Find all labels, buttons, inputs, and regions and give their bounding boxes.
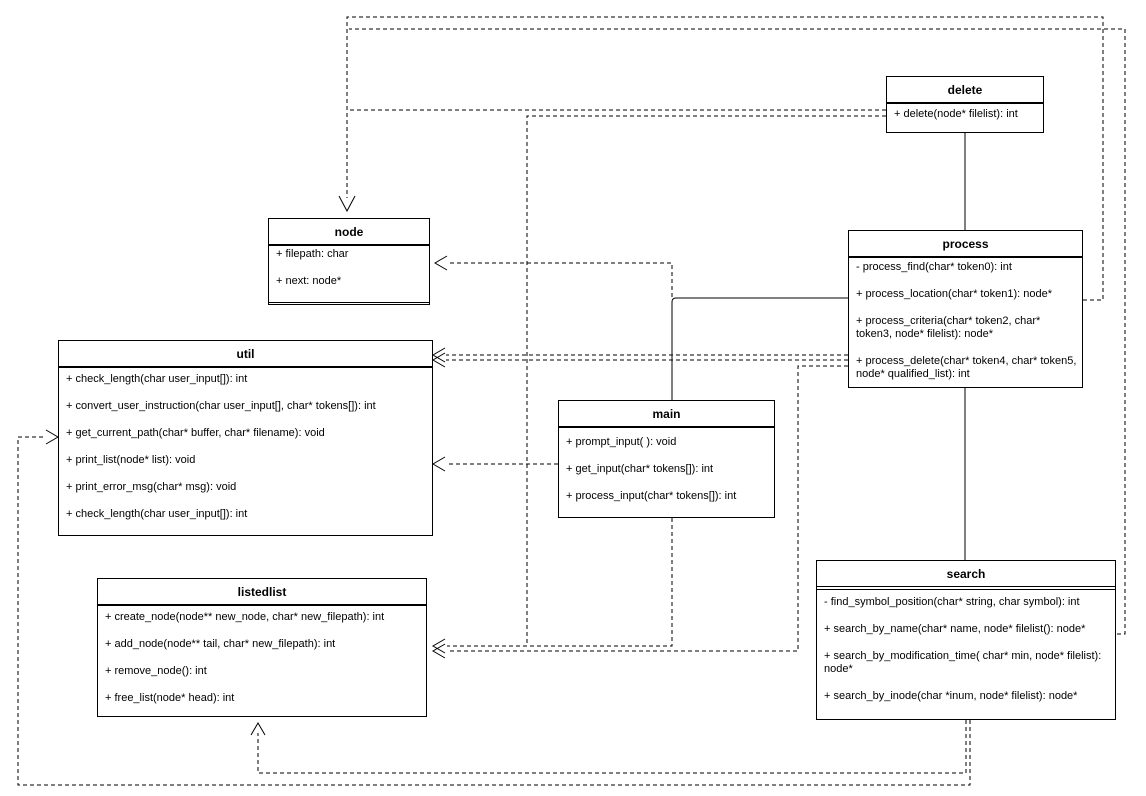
- class-member: + get_current_path(char* buffer, char* f…: [66, 427, 325, 439]
- arrowhead-into-node-right: [434, 255, 448, 271]
- class-member: - process_find(char* token0): int: [856, 261, 1012, 273]
- class-member: + search_by_name(char* name, node* filel…: [824, 623, 1086, 635]
- compartment-separator: [59, 367, 432, 368]
- association-main-process: [671, 297, 848, 400]
- class-members-util: + check_length(char user_input[]): int + …: [59, 368, 432, 535]
- compartment-separator: [269, 245, 429, 246]
- class-title-process: process: [849, 231, 1082, 257]
- class-title-listedlist: listedlist: [98, 579, 426, 605]
- arrowhead-into-util-right-3: [432, 456, 446, 472]
- class-member: + process_input(char* tokens[]): int: [566, 490, 737, 502]
- class-member: + free_list(node* head): int: [105, 692, 235, 704]
- dependency-main-to-node: [448, 262, 673, 297]
- compartment-separator: [559, 427, 774, 428]
- class-member: - find_symbol_position(char* string, cha…: [824, 596, 1080, 608]
- class-util: util + check_length(char user_input[]): …: [58, 340, 433, 536]
- class-members-node: + filepath: char + next: node*: [269, 246, 429, 302]
- class-title-util: util: [59, 341, 432, 367]
- class-member: + get_input(char* tokens[]): int: [566, 463, 714, 475]
- class-member: + add_node(node** tail, char* new_filepa…: [105, 638, 336, 650]
- class-members-listedlist: + create_node(node** new_node, char* new…: [98, 606, 426, 719]
- class-member: + process_criteria(char* token2, char* t…: [856, 315, 1041, 340]
- class-main: main + prompt_input( ): void + get_input(…: [558, 400, 775, 518]
- arrowhead-into-listedlist-right-1: [432, 638, 446, 654]
- compartment-separator: [98, 605, 426, 606]
- arrowhead-into-util-right-2: [432, 352, 446, 368]
- class-node: node + filepath: char + next: node*: [268, 218, 430, 305]
- class-listedlist: listedlist + create_node(node** new_node…: [97, 578, 427, 717]
- class-member: + check_length(char user_input[]): int: [66, 508, 248, 520]
- class-member: + print_list(node* list): void: [66, 454, 196, 466]
- class-member: + create_node(node** new_node, char* new…: [105, 611, 385, 623]
- class-title-node: node: [269, 219, 429, 245]
- class-member: + filepath: char: [276, 248, 349, 260]
- class-member: + prompt_input( ): void: [566, 436, 677, 448]
- compartment-separator: [887, 103, 1043, 104]
- class-process: process - process_find(char* token0): in…: [848, 230, 1083, 388]
- class-member: + delete(node* filelist): int: [894, 108, 1018, 120]
- class-member: + check_length(char user_input[]): int: [66, 373, 248, 385]
- arrowhead-into-util-right-1: [432, 347, 446, 363]
- dependency-search-to-listedlist: [257, 720, 967, 774]
- dependency-delete-to-listedlist: [526, 115, 886, 644]
- compartment-separator: [849, 257, 1082, 258]
- class-member: + remove_node(): int: [105, 665, 207, 677]
- dependency-process-to-listedlist: [447, 365, 848, 652]
- dependency-search-to-util: [17, 436, 971, 786]
- class-member: + search_by_inode(char *inum, node* file…: [824, 690, 1078, 702]
- class-search: search - find_symbol_position(char* stri…: [816, 560, 1116, 720]
- class-members-delete: + delete(node* filelist): int: [887, 104, 1043, 135]
- dependency-search-to-node: [349, 28, 1126, 635]
- arrowhead-into-listedlist-right-2: [432, 643, 446, 659]
- class-title-delete: delete: [887, 77, 1043, 103]
- arrowhead-into-util-left: [45, 429, 59, 445]
- class-delete: delete + delete(node* filelist): int: [886, 76, 1044, 133]
- class-member: + search_by_modification_time( char* min…: [824, 650, 1102, 675]
- class-member: + next: node*: [276, 275, 342, 287]
- dependency-process-to-node: [346, 16, 1104, 301]
- class-member: + print_error_msg(char* msg): void: [66, 481, 237, 493]
- class-title-main: main: [559, 401, 774, 427]
- dependency-main-to-listedlist: [447, 518, 673, 647]
- class-members-search: - find_symbol_position(char* string, cha…: [817, 590, 1115, 717]
- arrowhead-into-node-top: [338, 195, 356, 213]
- arrowhead-into-listedlist-bottom: [250, 722, 266, 736]
- empty-methods-compartment: [269, 302, 429, 309]
- class-member: + process_location(char* token1): node*: [856, 288, 1052, 300]
- class-member: + process_delete(char* token4, char* tok…: [856, 355, 1077, 380]
- class-member: + convert_user_instruction(char user_inp…: [66, 400, 376, 412]
- class-title-search: search: [817, 561, 1115, 587]
- class-members-main: + prompt_input( ): void + get_input(char*…: [559, 428, 774, 517]
- compartment-separator: [817, 587, 1115, 590]
- class-members-process: - process_find(char* token0): int + proce…: [849, 258, 1082, 395]
